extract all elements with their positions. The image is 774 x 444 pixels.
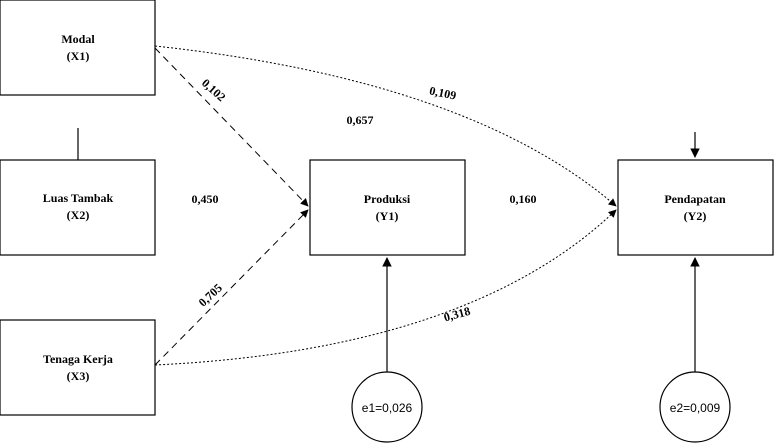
error-e2-label: e2=0,009	[670, 401, 721, 415]
path-x1-y1	[154, 47, 309, 207]
node-luas-tambak: Luas Tambak (X2)	[0, 159, 156, 256]
node-modal-name: Modal	[61, 32, 95, 46]
node-modal: Modal (X1)	[0, 0, 156, 96]
node-tenaga-kerja: Tenaga Kerja (X3)	[0, 319, 156, 416]
node-luas-tambak-name: Luas Tambak	[43, 191, 114, 205]
coef-x1-y2: 0,109	[428, 83, 457, 102]
node-tenaga-kerja-code: (X3)	[67, 369, 90, 383]
error-e2: e2=0,009	[659, 371, 731, 443]
path-x1-y2	[154, 45, 617, 207]
coef-y1-y2: 0,160	[510, 192, 537, 206]
coef-x3-y2: 0,318	[442, 304, 472, 325]
coef-x1-y1: 0,102	[199, 76, 228, 104]
coef-x1-x2-correlation: 0,657	[347, 113, 374, 127]
coef-x3-y1: 0,705	[196, 281, 225, 310]
node-modal-code: (X1)	[67, 49, 90, 63]
node-pendapatan-name: Pendapatan	[664, 192, 726, 206]
error-e1: e1=0,026	[351, 371, 423, 443]
node-produksi-name: Produksi	[364, 192, 411, 206]
coef-x2-y1: 0,450	[192, 192, 219, 206]
node-pendapatan: Pendapatan (Y2)	[617, 159, 774, 256]
node-luas-tambak-code: (X2)	[67, 208, 90, 222]
node-tenaga-kerja-name: Tenaga Kerja	[43, 352, 113, 366]
node-pendapatan-code: (Y2)	[684, 209, 707, 223]
error-e1-label: e1=0,026	[362, 401, 413, 415]
node-produksi: Produksi (Y1)	[309, 159, 466, 256]
path-x3-y2	[154, 209, 617, 366]
node-produksi-code: (Y1)	[376, 209, 399, 223]
path-x3-y1	[154, 209, 309, 366]
